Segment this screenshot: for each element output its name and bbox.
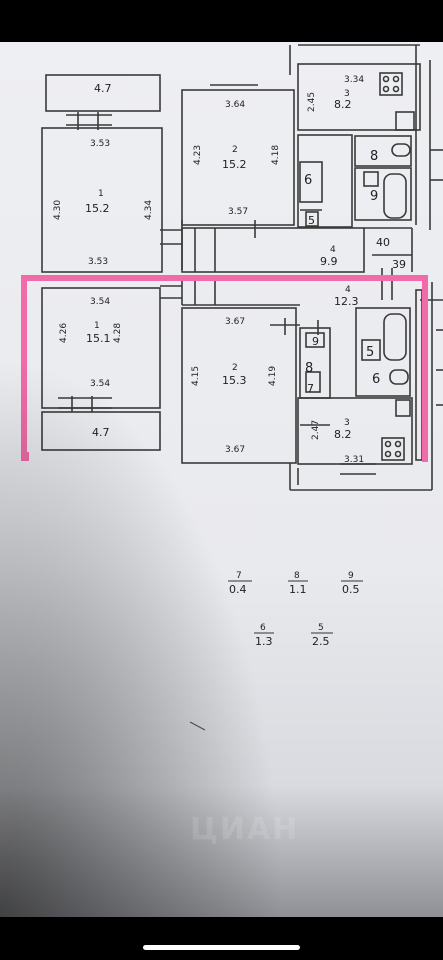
upper-room-1-number: 1	[98, 189, 104, 199]
lower-bath-block	[355, 307, 411, 397]
upper-sink-icon	[395, 111, 415, 131]
upper-room-8-label: 8	[370, 149, 378, 164]
upper-room-1-right: 4.34	[144, 200, 154, 220]
upper-room-9-label: 9	[370, 189, 378, 204]
watermark: ЦИАН	[190, 812, 300, 847]
legend-8-number: 8	[294, 571, 300, 581]
upper-label-39: 39	[392, 258, 406, 271]
legend-7-number: 7	[236, 571, 242, 581]
upper-room-6-label: 6	[304, 173, 312, 188]
lower-room-1-left: 4.26	[59, 323, 69, 343]
home-indicator[interactable]	[143, 945, 300, 950]
lower-hall-number: 4	[345, 285, 351, 295]
lower-room-2-bottom: 3.67	[225, 445, 245, 455]
upper-hall-number: 4	[330, 245, 336, 255]
lower-room-6-label: 6	[372, 372, 380, 387]
upper-bathtub-icon	[383, 173, 407, 219]
lower-room-2-left: 4.15	[191, 366, 201, 386]
upper-balcony-width: 4.7	[94, 82, 112, 95]
pencil-mark	[189, 721, 206, 731]
lower-room-2-area: 15.3	[222, 374, 247, 387]
lower-room-2-number: 2	[232, 363, 238, 373]
legend-7-area: 0.4	[229, 583, 247, 596]
lower-bathtub-icon	[383, 313, 407, 361]
lower-room-2-top: 3.67	[225, 317, 245, 327]
upper-label-40: 40	[376, 236, 390, 249]
lower-kitchen-bottom: 3.31	[344, 455, 364, 465]
upper-room-5-label: 5	[308, 214, 315, 227]
lower-room-5-label: 5	[366, 345, 374, 360]
upper-kitchen-top: 3.34	[344, 75, 364, 85]
upper-room-1-bottom: 3.53	[88, 257, 108, 267]
upper-kitchen-area: 8.2	[334, 98, 352, 111]
upper-room-1-left: 4.30	[53, 200, 63, 220]
upper-room-2-left: 4.23	[193, 145, 203, 165]
lower-kitchen-left: 2.47	[311, 420, 321, 440]
lower-room-1-right: 4.28	[113, 323, 123, 343]
upper-room-2-bottom: 3.57	[228, 207, 248, 217]
floor-plan: 4.7 3.53 3.53 4.30 4.34 1 15.2 3.64 3.57…	[21, 44, 443, 731]
upper-room-1-area: 15.2	[85, 202, 110, 215]
lower-room-1-bottom: 3.54	[90, 379, 110, 389]
lower-room-1-top: 3.54	[90, 297, 110, 307]
legend-9-number: 9	[348, 571, 354, 581]
legend-6-number: 6	[260, 623, 266, 633]
upper-room-2-area: 15.2	[222, 158, 247, 171]
upper-room-2-number: 2	[232, 145, 238, 155]
legend-8-area: 1.1	[289, 583, 307, 596]
upper-room-2-right: 4.18	[271, 145, 281, 165]
lower-room-1-area: 15.1	[86, 332, 111, 345]
highlight-corner	[21, 452, 29, 461]
upper-room-2-top: 3.64	[225, 100, 245, 110]
lower-hall-area: 12.3	[334, 295, 359, 308]
status-bar	[0, 0, 443, 42]
legend-5-area: 2.5	[312, 635, 330, 648]
legend-9-area: 0.5	[342, 583, 360, 596]
upper-room-1-top: 3.53	[90, 139, 110, 149]
upper-stove-icon	[379, 72, 403, 96]
legend: 7 0.4 8 1.1 9 0.5 6 1.3 5 2.5	[228, 571, 363, 648]
legend-6-area: 1.3	[255, 635, 273, 648]
lower-room-9-label: 9	[312, 335, 319, 348]
lower-balcony-width: 4.7	[92, 426, 110, 439]
upper-room-8	[354, 135, 412, 167]
lower-room-2-right: 4.19	[268, 366, 278, 386]
lower-room-7-label: 7	[307, 382, 314, 395]
lower-room-1-number: 1	[94, 321, 100, 331]
lower-kitchen-number: 3	[344, 418, 350, 428]
upper-hall-area: 9.9	[320, 255, 338, 268]
lower-room-8-label: 8	[305, 361, 313, 376]
legend-5-number: 5	[318, 623, 324, 633]
lower-stove-icon	[381, 437, 405, 461]
lower-kitchen-area: 8.2	[334, 428, 352, 441]
upper-kitchen-left: 2.45	[307, 92, 317, 112]
